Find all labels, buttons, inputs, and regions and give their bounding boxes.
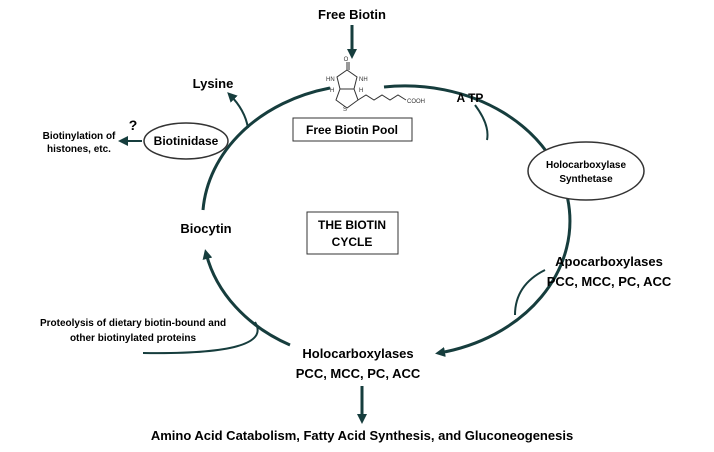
svg-text:NH: NH — [359, 77, 368, 83]
biotin-structure: O HN NH H H S COOH — [326, 57, 425, 113]
holocarboxylases-enzymes-label: PCC, MCC, PC, ACC — [296, 366, 421, 381]
svg-text:O: O — [344, 57, 349, 63]
holocarboxylase-synthetase-ellipse — [527, 141, 645, 201]
atp-branch-arc — [474, 104, 489, 141]
cycle-arc-left-lower — [202, 249, 291, 347]
free-biotin-label: Free Biotin — [318, 7, 386, 22]
svg-text:H: H — [359, 88, 363, 94]
atp-label: A TP — [457, 91, 484, 105]
lysine-label: Lysine — [193, 76, 234, 91]
apocarboxylases-label: Apocarboxylases — [555, 254, 663, 269]
biotinylation-label-line2: histones, etc. — [47, 144, 111, 155]
biotinidase-label: Biotinidase — [154, 134, 219, 148]
outcome-label: Amino Acid Catabolism, Fatty Acid Synthe… — [151, 428, 573, 443]
holocarboxylase-synthetase-label-line2: Synthetase — [559, 174, 613, 185]
biotin-cycle-label-line2: CYCLE — [332, 235, 373, 249]
proteolysis-label-line2: other biotinylated proteins — [70, 333, 197, 344]
svg-text:HN: HN — [326, 77, 335, 83]
holocarboxylases-label: Holocarboxylases — [302, 346, 413, 361]
free-biotin-pool-box — [292, 117, 413, 142]
svg-text:COOH: COOH — [407, 99, 425, 105]
svg-text:S: S — [343, 107, 347, 113]
proteolysis-label-line1: Proteolysis of dietary biotin-bound and — [40, 318, 226, 329]
lysine-arrow — [227, 92, 249, 129]
biocytin-label: Biocytin — [180, 221, 231, 236]
svg-text:H: H — [330, 88, 334, 94]
cycle-arc-left-upper — [201, 86, 331, 211]
apocarboxylases-branch-arc — [514, 269, 546, 316]
biotin-cycle-label-line1: THE BIOTIN — [318, 218, 386, 232]
holocarboxylase-synthetase-label-line1: Holocarboxylase — [546, 160, 626, 171]
free-biotin-pool-label: Free Biotin Pool — [306, 123, 398, 137]
apocarboxylases-enzymes-label: PCC, MCC, PC, ACC — [547, 274, 672, 289]
proteolysis-branch-arc — [142, 321, 259, 355]
biotin-cycle-box — [306, 211, 399, 255]
biotinylation-label-line1: Biotinylation of — [43, 131, 116, 142]
biotinidase-ellipse — [143, 122, 229, 160]
question-mark: ? — [129, 117, 138, 133]
